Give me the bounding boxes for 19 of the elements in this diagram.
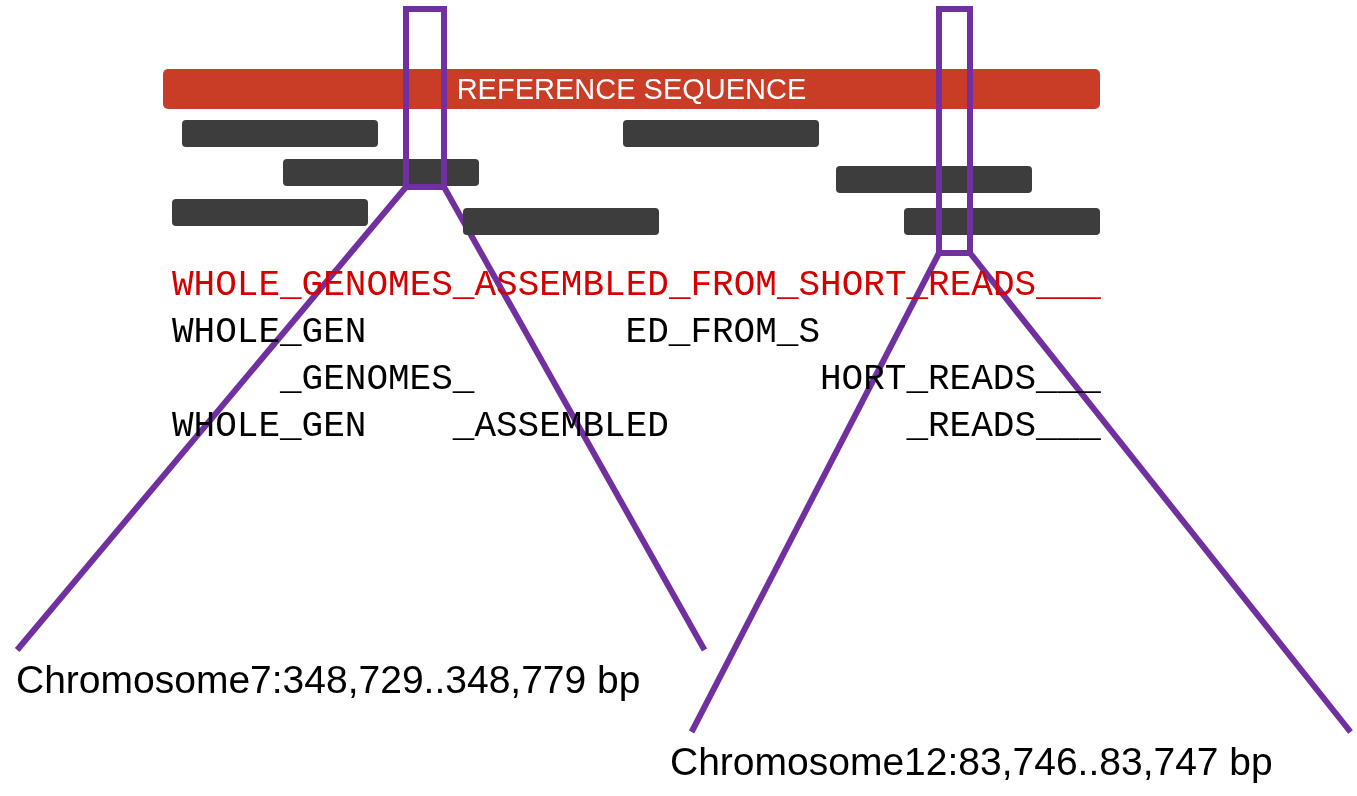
read-bar (623, 120, 819, 147)
zoom-line (688, 251, 942, 734)
read-bar (172, 199, 368, 226)
read-text: ED_FROM_S (625, 313, 821, 353)
zoom-line (441, 185, 708, 652)
read-bar (836, 166, 1032, 193)
read-bar (283, 159, 479, 186)
coordinate-label: Chromosome7:348,729..348,779 bp (10, 650, 726, 708)
read-text: _READS___ (906, 407, 1101, 447)
read-bar (463, 208, 659, 235)
read-text: _GENOMES_ (280, 360, 475, 400)
reference-bar: REFERENCE SEQUENCE (163, 69, 1100, 109)
read-bar (182, 120, 378, 147)
coordinate-label: Chromosome12:83,746..83,747 bp (664, 732, 1354, 792)
zoom-line (14, 185, 409, 652)
zoom-box (936, 6, 973, 256)
zoom-line (967, 251, 1353, 734)
read-bar (904, 208, 1100, 235)
zoom-box (403, 6, 447, 190)
